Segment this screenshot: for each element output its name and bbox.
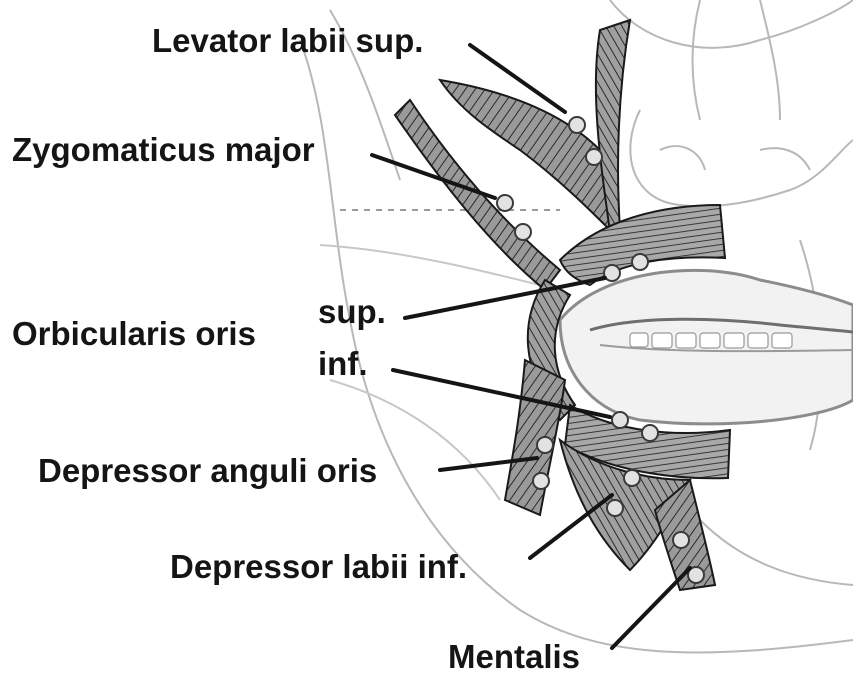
label-mentalis: Mentalis [448,638,580,676]
label-inf: inf. [318,345,367,383]
label-depressor-anguli-oris: Depressor anguli oris [38,452,377,490]
label-orbicularis-oris: Orbicularis oris [12,315,256,353]
label-depressor-labii-inf: Depressor labii inf. [170,548,467,586]
lips-sketch [560,270,853,424]
label-sup: sup. [318,293,386,331]
label-zygomaticus-major: Zygomaticus major [12,131,315,169]
label-levator-labii-sup: Levator labii sup. [152,22,423,60]
